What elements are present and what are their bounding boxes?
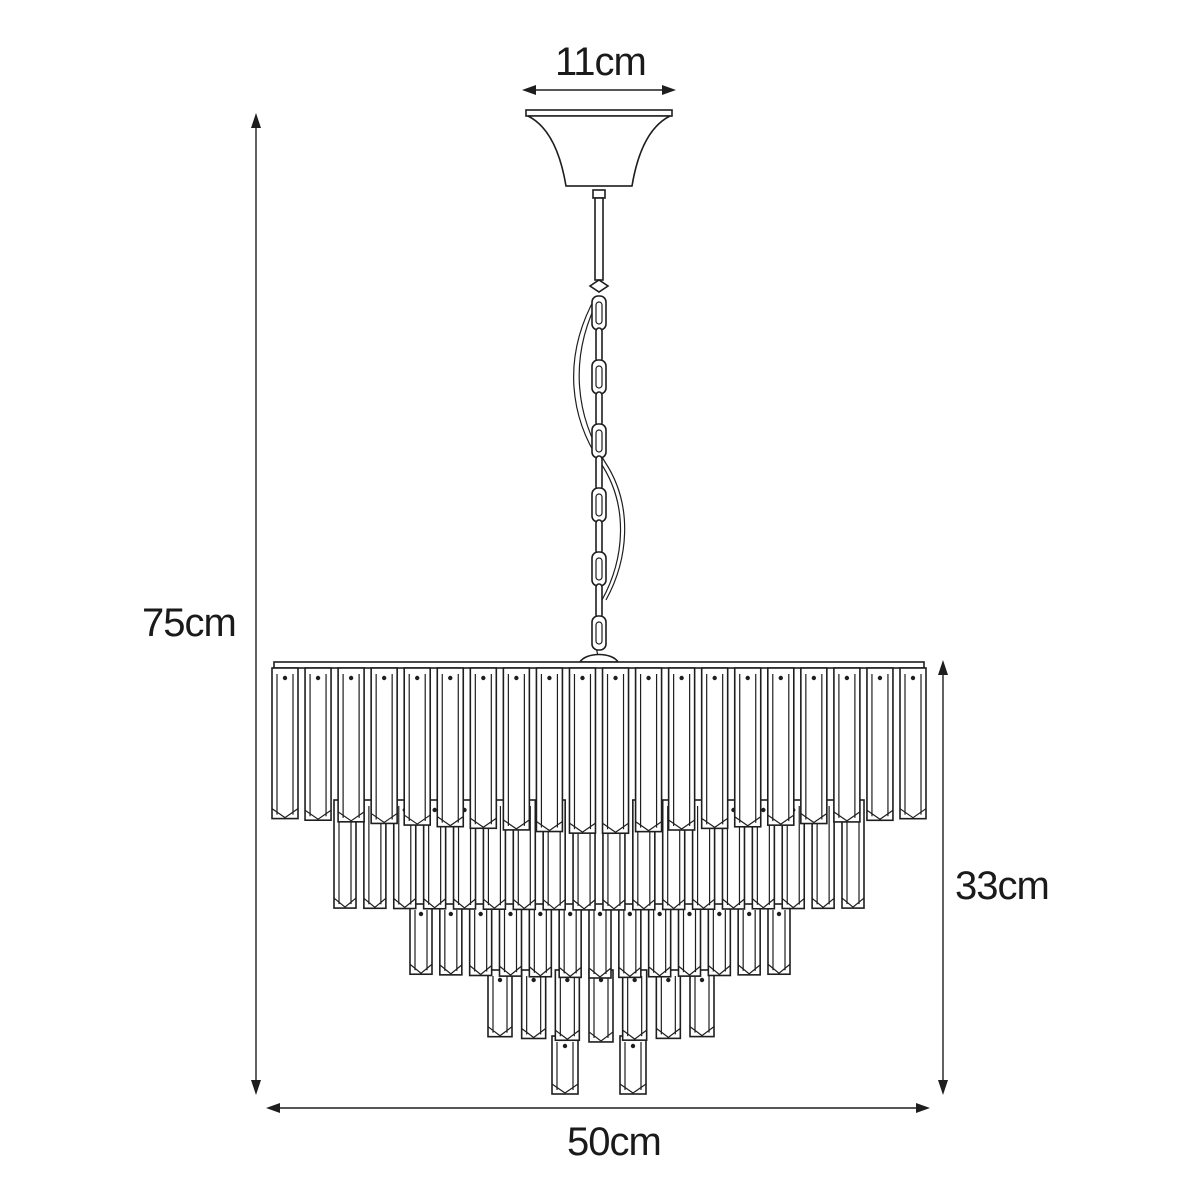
crystal-prism — [535, 667, 564, 833]
ceiling-canopy — [525, 109, 673, 187]
chain-link — [591, 359, 607, 395]
crystal-prism — [520, 969, 547, 1040]
crystal-prism — [899, 667, 927, 820]
crystal-prism — [621, 969, 648, 1041]
chain-link — [591, 295, 607, 331]
chain-link — [591, 423, 607, 459]
crystal-prism — [502, 667, 531, 831]
total-height-label: 75cm — [142, 601, 237, 645]
crystal-prism — [588, 969, 614, 1043]
chain-link — [595, 583, 603, 619]
crystal-prism — [800, 667, 828, 825]
crystal-prism — [634, 667, 663, 833]
crystal-tiers — [271, 667, 927, 1095]
crystal-prism — [551, 1035, 579, 1095]
crystal-prism — [498, 903, 523, 977]
crystal-prism — [403, 667, 432, 826]
crystal-prism — [811, 799, 835, 910]
crystal-prism — [554, 969, 581, 1042]
crystal-prism — [468, 903, 493, 977]
crystal-prism — [667, 667, 696, 831]
crystal-prism — [833, 667, 861, 823]
top-ring — [273, 653, 925, 669]
crystal-prism — [601, 667, 630, 835]
crystal-prism — [737, 903, 761, 976]
chain-link — [595, 455, 603, 491]
dimension-line-canopy-width — [522, 85, 676, 95]
crystal-prism — [568, 667, 597, 834]
body-height-label: 33cm — [955, 864, 1050, 908]
crystal-prism — [766, 667, 795, 826]
crystal-prism — [677, 903, 702, 977]
crystal-prism — [767, 903, 791, 976]
crystal-prism — [558, 903, 582, 979]
crystal-prism — [469, 667, 498, 830]
crystal-prism — [439, 903, 463, 976]
crystal-prism — [304, 667, 332, 822]
canopy-width-label: 11cm — [555, 40, 647, 84]
crystal-prism — [707, 903, 732, 977]
crystal-prism — [655, 969, 682, 1040]
chain-link — [595, 519, 603, 555]
suspension-rod — [588, 189, 610, 293]
crystal-prism — [733, 667, 762, 828]
crystal-prism — [363, 799, 387, 910]
crystal-prism — [409, 903, 433, 976]
dimension-line-body-height — [938, 660, 948, 1095]
chain-link — [595, 391, 603, 427]
crystal-prism — [436, 667, 465, 828]
crystal-prism — [337, 667, 365, 823]
crystal-prism — [588, 903, 612, 979]
dimension-line-body-width — [266, 1103, 930, 1113]
crystal-prism — [271, 667, 299, 820]
chain — [591, 295, 607, 651]
chain-link — [591, 551, 607, 587]
chain-link — [591, 615, 607, 651]
chain-link — [595, 327, 603, 363]
crystal-prism — [618, 903, 642, 979]
crystal-prism — [528, 903, 553, 978]
crystal-prism — [487, 969, 513, 1038]
crystal-prism — [866, 667, 894, 822]
crystal-prism — [700, 667, 729, 830]
crystal-prism — [647, 903, 672, 978]
crystal-prism — [370, 667, 398, 825]
crystal-prism — [689, 969, 715, 1038]
dimension-line-total-height — [251, 113, 261, 1095]
chain-link — [591, 487, 607, 523]
body-width-label: 50cm — [567, 1120, 662, 1164]
crystal-prism — [619, 1035, 647, 1095]
